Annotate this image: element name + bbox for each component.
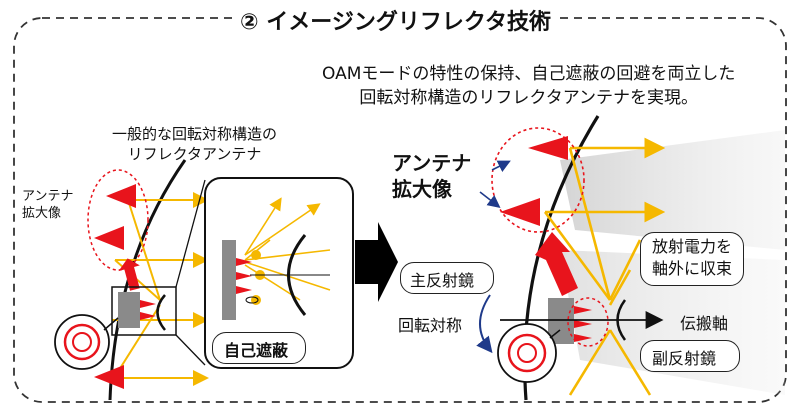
left-caption: 一般的な回転対称構造の リフレクタアンテナ (112, 124, 277, 164)
main-reflector-label: 主反射鏡 (410, 271, 475, 290)
left-feed-block (118, 292, 140, 328)
left-reflector-diagram (54, 159, 354, 401)
convergence-label-line-2: 軸外に収束 (652, 259, 733, 278)
right-antenna-label: アンテナ 拡大像 (392, 150, 471, 202)
convergence-label: 放射電力を 軸外に収束 (652, 236, 732, 280)
left-caption-line-1: 一般的な回転対称構造の (112, 125, 278, 143)
self-block-label: 自己遮蔽 (224, 341, 289, 360)
left-antenna-label-line-1: アンテナ (22, 189, 74, 204)
left-antenna-label: アンテナ 拡大像 (22, 188, 73, 222)
description-line-2: 回転対称構造のリフレクタアンテナを実現。 (359, 88, 699, 108)
zoom-feed-block (222, 240, 236, 320)
description: OAMモードの特性の保持、自己遮蔽の回避を両立した 回転対称構造のリフレクタアン… (322, 62, 735, 110)
main-reflector-label-box (400, 262, 494, 294)
right-reflector-diagram (476, 115, 785, 401)
propagation-axis-label: 伝搬軸 (680, 314, 729, 333)
transition-arrow (355, 222, 398, 302)
right-antenna-images (500, 136, 568, 226)
left-caption-line-2: リフレクタアンテナ (127, 145, 262, 163)
convergence-label-box (640, 232, 744, 286)
right-antenna-highlight (491, 127, 585, 233)
convergence-label-line-1: 放射電力を (652, 237, 733, 256)
rotational-symmetry-label: 回転対称 (398, 316, 463, 335)
left-oam-mode-icon (54, 314, 110, 370)
right-antenna-label-line-2: 拡大像 (392, 177, 452, 201)
left-antenna-label-line-2: 拡大像 (22, 206, 62, 221)
right-antenna-label-line-1: アンテナ (392, 151, 472, 175)
left-antenna-highlight (87, 169, 149, 271)
sub-reflector-label: 副反射鏡 (652, 349, 717, 368)
page-title: ② イメージングリフレクタ技術 (232, 4, 559, 36)
right-oam-mode-icon (497, 323, 557, 383)
zoom-box (111, 286, 177, 336)
right-red-arrow (535, 232, 578, 296)
left-red-arrow (118, 258, 140, 291)
left-antenna-images (94, 184, 136, 389)
sub-reflector-label-box (640, 340, 740, 372)
left-sub-reflector (156, 294, 166, 331)
description-line-1: OAMモードの特性の保持、自己遮蔽の回避を両立した (322, 64, 736, 84)
rotation-indicator (476, 294, 493, 354)
self-block-label-box (212, 332, 306, 364)
